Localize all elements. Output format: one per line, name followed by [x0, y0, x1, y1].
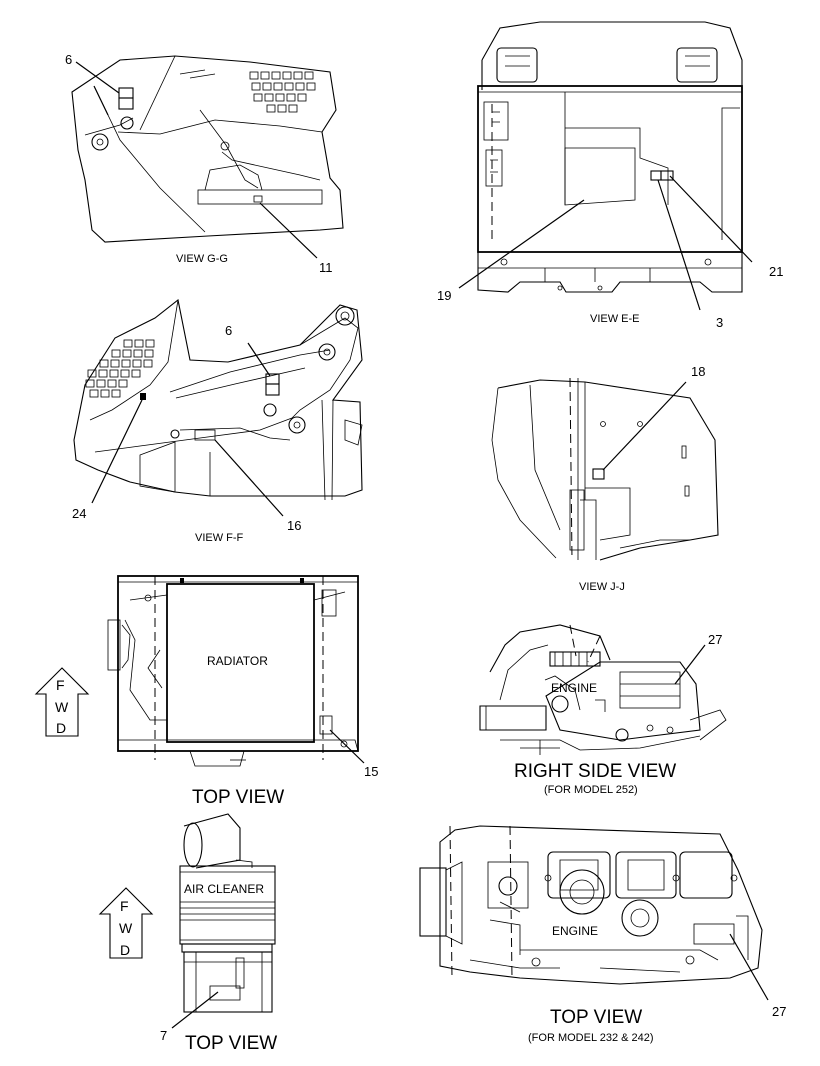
callout-21: 21 — [769, 264, 783, 279]
right-side-engine-label: ENGINE — [551, 681, 597, 695]
fwd-letter-f-2: F — [120, 898, 129, 914]
view-e-e: 19 3 21 VIEW E-E — [437, 21, 783, 330]
callout-18: 18 — [691, 364, 705, 379]
fwd-arrow-lower: F W D — [98, 887, 154, 959]
air-cleaner-top-view: 7 AIR CLEANER TOP VIEW — [160, 813, 277, 1054]
callout-6-g: 6 — [65, 52, 72, 67]
fwd-letter-w-2: W — [119, 920, 133, 936]
radiator-label: RADIATOR — [207, 654, 268, 668]
right-side-view-title: RIGHT SIDE VIEW — [514, 761, 676, 782]
callout-19: 19 — [437, 288, 451, 303]
fwd-letter-d: D — [56, 720, 66, 736]
view-e-e-label: VIEW E-E — [590, 313, 640, 325]
view-j-j-label: VIEW J-J — [579, 581, 625, 593]
view-f-f-label: VIEW F-F — [195, 532, 244, 544]
air-cleaner-label: AIR CLEANER — [184, 882, 264, 896]
callout-6-f: 6 — [225, 323, 232, 338]
fwd-letter-d-2: D — [120, 942, 130, 958]
callout-7: 7 — [160, 1028, 167, 1043]
fwd-arrow-upper: F W D — [34, 667, 90, 737]
right-side-view-note: (FOR MODEL 252) — [544, 784, 638, 796]
callout-11: 11 — [319, 260, 333, 275]
view-g-g: 6 11 VIEW G-G — [65, 52, 344, 275]
fwd-letter-f: F — [56, 677, 65, 693]
engine-top-engine-label: ENGINE — [552, 924, 598, 938]
engine-top-view-title: TOP VIEW — [550, 1007, 642, 1028]
callout-16: 16 — [287, 518, 301, 533]
callout-3: 3 — [716, 315, 723, 330]
view-f-f: 6 24 16 VIEW F-F — [72, 299, 363, 544]
fwd-letter-w: W — [55, 699, 69, 715]
right-side-view: 27 ENGINE RIGHT SIDE VIEW (FOR MODEL 252… — [479, 624, 727, 796]
view-g-g-label: VIEW G-G — [176, 253, 228, 265]
callout-15: 15 — [364, 764, 378, 779]
engine-top-view-note: (FOR MODEL 232 & 242) — [528, 1032, 654, 1044]
engine-top-view: 27 ENGINE TOP VIEW (FOR MODEL 232 & 242) — [419, 825, 786, 1044]
radiator-top-view-title: TOP VIEW — [192, 787, 284, 808]
callout-27-top: 27 — [772, 1004, 786, 1019]
callout-24: 24 — [72, 506, 86, 521]
radiator-top-view: 15 RADIATOR TOP VIEW — [107, 575, 378, 808]
callout-27-right: 27 — [708, 632, 722, 647]
air-cleaner-top-view-title: TOP VIEW — [185, 1033, 277, 1054]
view-j-j: 18 VIEW J-J — [491, 364, 719, 593]
